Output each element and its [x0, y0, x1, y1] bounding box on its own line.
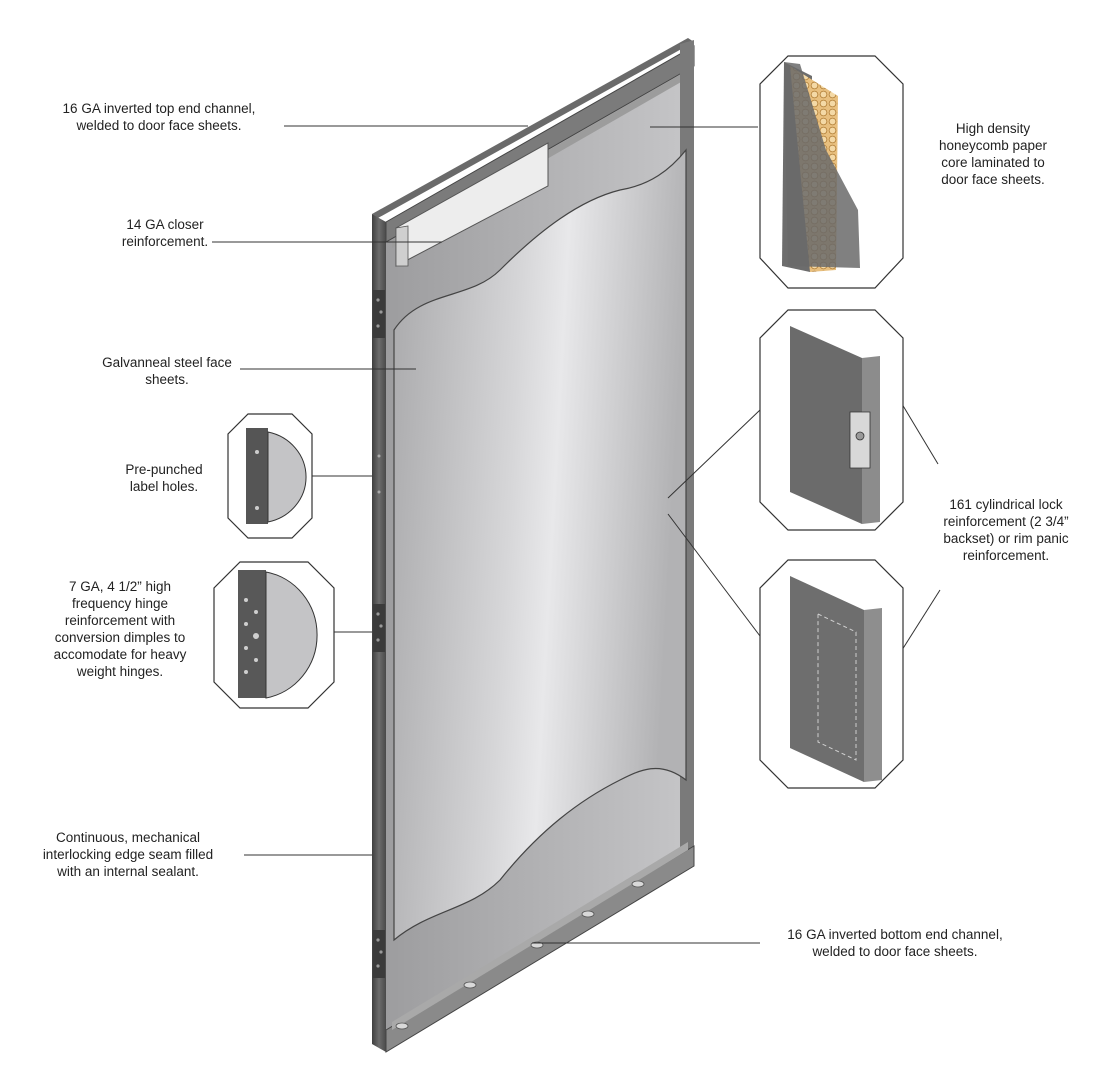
hinge-label: 7 GA, 4 1/2” high frequency hinge reinfo…	[53, 579, 187, 679]
honeycomb-detail	[759, 55, 904, 289]
bottom-channel-label: 16 GA inverted bottom end channel, welde…	[787, 927, 1003, 959]
label-hole	[377, 454, 381, 458]
top-edge	[372, 38, 694, 218]
face-sheet	[393, 148, 687, 942]
door	[372, 38, 695, 1053]
top-channel-label: 16 GA inverted top end channel, welded t…	[62, 101, 256, 133]
label-holes-label: Pre-punched label holes.	[125, 462, 203, 494]
label-hole	[377, 490, 381, 494]
closer-label: 14 GA closer reinforcement.	[121, 217, 209, 249]
callout-lines	[212, 125, 941, 944]
hinge-detail	[213, 561, 335, 709]
edge-seam-label: Continuous, mechanical interlocking edge…	[42, 830, 214, 879]
lock-label: 161 cylindrical lock reinforcement (2 3/…	[943, 497, 1069, 563]
label-holes-detail	[227, 413, 313, 539]
lock-reinforcement-detail	[759, 309, 904, 531]
hinge-reinforcements	[373, 290, 385, 978]
rim-panic-detail	[759, 559, 904, 789]
face-sheets-label: Galvanneal steel face sheets.	[102, 355, 232, 387]
honeycomb-label: High density honeycomb paper core lamina…	[938, 121, 1048, 187]
